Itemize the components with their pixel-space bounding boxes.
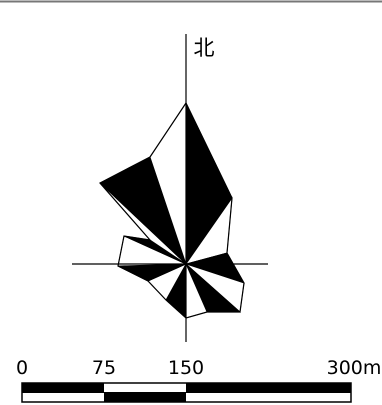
- scale-bar: 0 75 150 300m: [16, 357, 382, 403]
- rose-sectors: [99, 101, 245, 319]
- scale-tick-150: 150: [168, 357, 204, 379]
- scale-segment-bottom-2: [104, 392, 186, 402]
- scale-segment-top-3: [186, 383, 351, 393]
- north-label: 北: [194, 36, 215, 60]
- scale-segment-top-1: [22, 383, 104, 393]
- rose-outline: [99, 101, 245, 319]
- scale-tick-75: 75: [92, 357, 116, 379]
- scale-tick-0: 0: [16, 357, 28, 379]
- scale-tick-300m: 300m: [327, 357, 382, 379]
